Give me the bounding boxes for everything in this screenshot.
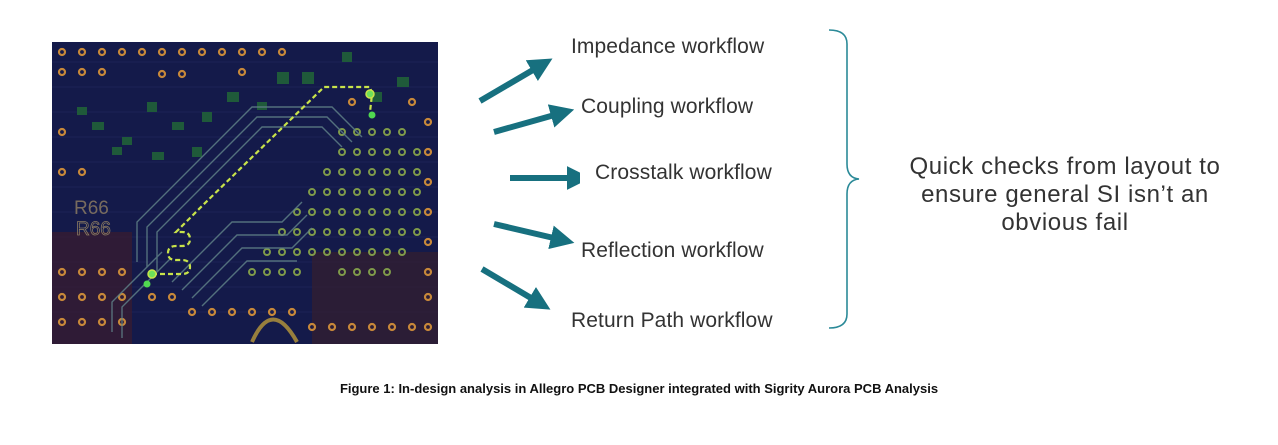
workflow-label-reflection: Reflection workflow [581, 239, 764, 262]
silkscreen-label-r66-b: R66 [76, 219, 111, 240]
arrow-impedance [478, 58, 553, 104]
workflow-label-impedance: Impedance workflow [571, 35, 765, 58]
summary-line-2: ensure general SI isn’t an [921, 181, 1209, 208]
figure-caption: Figure 1: In-design analysis in Allegro … [339, 381, 939, 396]
summary-line-3: obvious fail [1001, 209, 1129, 236]
pcb-layout-image: R66 R66 [52, 42, 438, 344]
arrow-return-path [480, 266, 551, 310]
curly-brace [828, 29, 860, 329]
workflow-label-coupling: Coupling workflow [581, 95, 754, 118]
silkscreen-label-r66-a: R66 [74, 198, 109, 219]
summary-line-1: Quick checks from layout to [909, 153, 1221, 180]
arrow-coupling [493, 104, 575, 135]
arrow-reflection [493, 221, 575, 250]
summary-text: Quick checks from layout to ensure gener… [880, 153, 1250, 237]
workflow-label-crosstalk: Crosstalk workflow [595, 161, 772, 184]
workflow-label-return-path: Return Path workflow [571, 309, 773, 332]
workflow-arrows [478, 58, 580, 310]
